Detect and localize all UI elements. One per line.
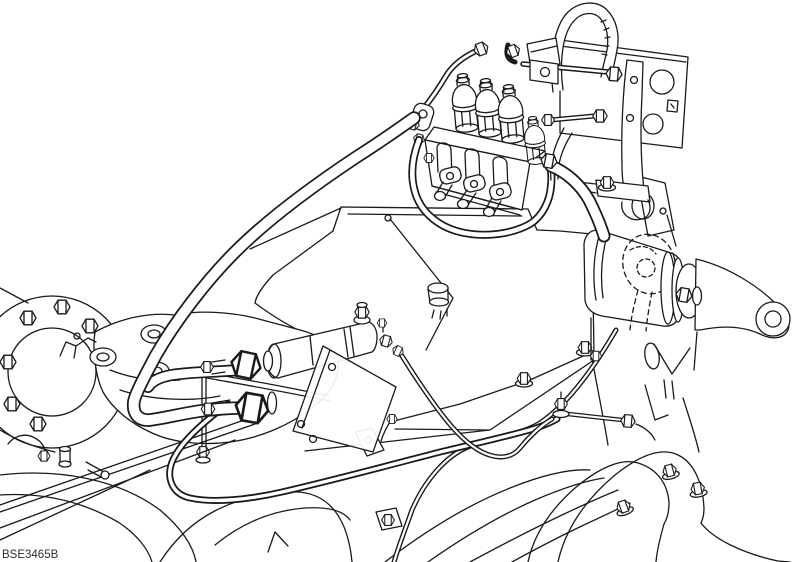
rear-axle-housing [384, 357, 791, 562]
hose-stub-upper [142, 364, 246, 393]
loop-hose [408, 136, 556, 239]
fat-hose [539, 152, 611, 243]
quick-coupler-3 [495, 82, 527, 145]
remote-valve-block [404, 40, 549, 218]
figure-code: BSE3465B [2, 549, 59, 561]
u-shaped-pipe [166, 400, 561, 504]
long-hose [126, 111, 421, 427]
transmission-housing [249, 206, 595, 452]
steel-tubes-to-plate [504, 42, 624, 126]
lower-couplers [433, 166, 512, 218]
steel-lines [0, 370, 331, 541]
return-tube [391, 327, 619, 562]
lamp-bracket [577, 59, 651, 221]
hoses [126, 111, 656, 460]
rockshaft-assembly [583, 175, 791, 375]
thin-hose [399, 353, 656, 460]
control-valve [200, 301, 406, 453]
breather-cap [427, 282, 450, 320]
